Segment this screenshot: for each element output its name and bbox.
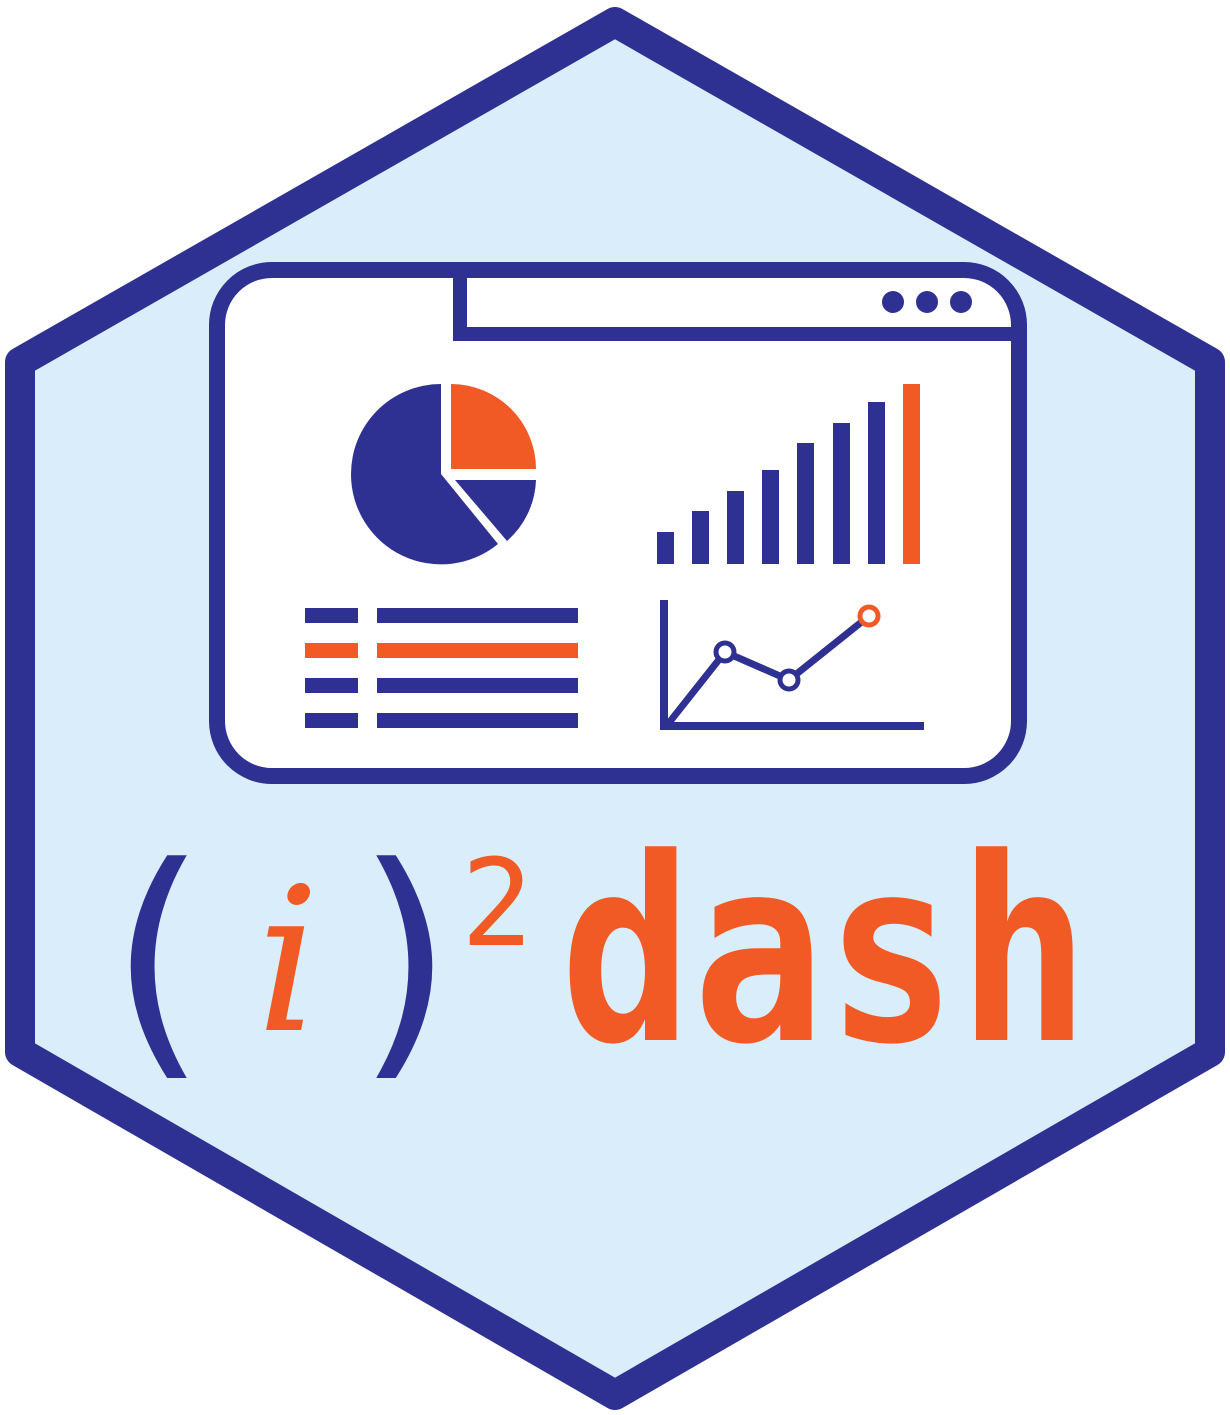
dashboard-window-icon bbox=[209, 262, 1027, 784]
wordmark-superscript: 2 bbox=[461, 835, 533, 974]
window-dot-icon bbox=[882, 291, 904, 313]
bar-chart-icon bbox=[657, 384, 920, 564]
pie-chart-icon bbox=[350, 384, 536, 565]
wordmark-letter-i: i bbox=[256, 845, 320, 1078]
wordmark-dash: dash bbox=[560, 804, 1090, 1101]
window-dot-icon bbox=[950, 291, 972, 313]
wordmark-close-paren: ) bbox=[356, 813, 454, 1104]
window-dot-icon bbox=[916, 291, 938, 313]
table-list-icon bbox=[305, 608, 578, 728]
wordmark: ( i ) 2 dash bbox=[109, 804, 1090, 1104]
line-chart-icon bbox=[660, 600, 924, 730]
wordmark-open-paren: ( bbox=[109, 813, 207, 1104]
